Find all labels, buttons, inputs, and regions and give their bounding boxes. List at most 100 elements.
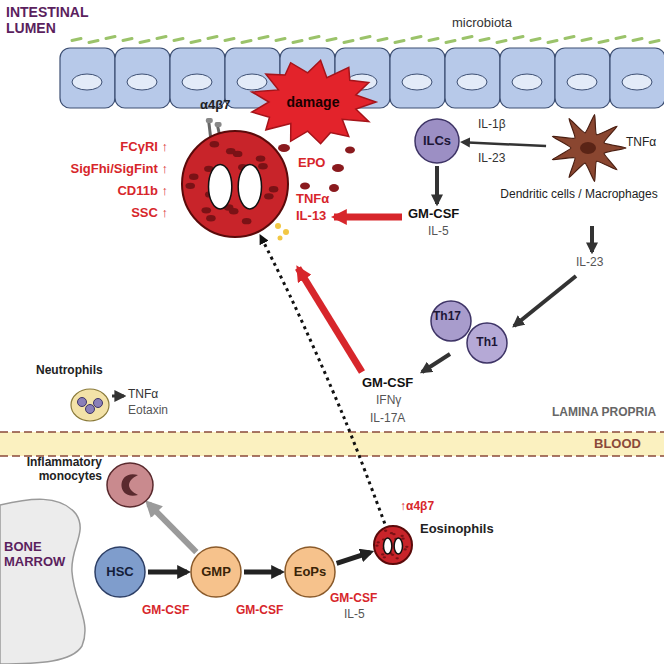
arrow <box>422 354 450 372</box>
cytokine-label: IL-17A <box>370 412 405 426</box>
dendritic-cell: TNFαDendritic cells / Macrophages <box>548 112 628 184</box>
damage-star <box>252 60 376 143</box>
cell-body <box>71 389 109 421</box>
gmp-cell: GMP <box>190 546 242 598</box>
granule <box>202 207 212 213</box>
cell-body <box>107 463 153 507</box>
bacterium <box>497 40 506 42</box>
epithelial-cell <box>115 48 170 108</box>
connector-arrow <box>463 142 546 146</box>
nucleus <box>512 74 542 90</box>
nucleus <box>622 74 652 90</box>
cell-body <box>552 115 626 182</box>
bacterium <box>344 40 353 42</box>
cell-caption: TNFα <box>626 136 662 150</box>
bacterium <box>565 36 574 38</box>
granule <box>189 174 199 180</box>
bacterium <box>191 40 200 42</box>
nucleus <box>237 74 267 90</box>
mediator-label: EPO <box>298 156 325 171</box>
node-text: GMP <box>201 565 231 580</box>
cytokine-label: IL-23 <box>478 152 505 166</box>
bacterium <box>140 40 149 42</box>
eosinophil-cell: α4β7 <box>180 128 290 240</box>
epithelial-cell <box>390 48 445 108</box>
nucleus-lobe <box>384 538 392 554</box>
granule <box>400 535 403 537</box>
granule <box>377 541 380 543</box>
granule <box>375 545 378 547</box>
bacterium <box>89 40 98 42</box>
bacterium <box>582 38 591 40</box>
marker-label: SSC ↑ <box>40 206 168 221</box>
bacterium <box>259 36 268 38</box>
cytokine-label: IFNγ <box>376 394 401 408</box>
cell-body <box>415 119 459 163</box>
cell-body <box>285 547 335 597</box>
bacterium <box>548 40 557 42</box>
cytokine-label: IL-5 <box>344 608 365 622</box>
region-label: BLOOD <box>594 437 641 452</box>
nucleus <box>127 74 157 90</box>
bacterium <box>208 36 217 38</box>
arrow <box>112 395 124 398</box>
th17-cell: Th17 <box>430 300 472 342</box>
bone-shape <box>0 499 85 664</box>
granule <box>210 141 220 147</box>
bacterium <box>378 38 387 40</box>
granule <box>381 553 384 555</box>
cell-body <box>374 526 412 564</box>
epithelial-cell <box>60 48 115 108</box>
epithelial-cell <box>555 48 610 108</box>
nucleus <box>580 142 596 154</box>
bacterium <box>616 36 625 38</box>
bacterium <box>412 36 421 38</box>
bacterium <box>463 36 472 38</box>
granule <box>390 532 393 534</box>
blood-border <box>0 431 664 433</box>
connector-arrow <box>149 504 197 552</box>
granule <box>226 148 236 154</box>
integrin-head <box>206 118 213 123</box>
bacterium <box>480 38 489 40</box>
bacterium <box>361 36 370 38</box>
marker-label: CD11b ↑ <box>40 184 168 199</box>
cell-body <box>95 547 145 597</box>
nucleus <box>402 74 432 90</box>
bacterium <box>293 40 302 42</box>
nucleus <box>567 74 597 90</box>
nucleus-lobe <box>238 164 261 209</box>
arrow <box>590 226 594 252</box>
microbiota-label: microbiota <box>452 16 512 31</box>
cytokine-label: IL-5 <box>428 225 449 239</box>
cytokine-label: IL-13 <box>296 209 326 224</box>
epithelial-cell <box>610 48 664 108</box>
bacterium <box>157 36 166 38</box>
neutrophil-cell-outline <box>70 388 110 422</box>
node-text: Th17 <box>433 310 461 324</box>
red-arrow <box>334 214 402 221</box>
granule <box>401 537 404 539</box>
node-text: ILCs <box>423 134 451 149</box>
granule <box>242 218 252 224</box>
bacterium <box>446 40 455 42</box>
marker-label: SigFhi/SigFint ↑ <box>40 162 168 177</box>
integrin-head <box>215 122 222 127</box>
bacterium <box>106 36 115 38</box>
nucleus <box>122 474 139 496</box>
bacterium <box>395 40 404 42</box>
neutrophil-cell: Neutrophils <box>70 388 110 422</box>
connector-arrow <box>337 552 371 563</box>
cell-caption: Dendritic cells / Macrophages <box>498 188 660 202</box>
cell-caption: Eosinophils <box>420 522 510 537</box>
bacterium <box>327 38 336 40</box>
cytokine-label: GM-CSF <box>236 604 283 618</box>
granule <box>405 546 408 548</box>
granule <box>264 193 274 199</box>
granule <box>384 530 387 532</box>
granule <box>269 186 279 192</box>
bacterium <box>174 38 183 40</box>
blood-eosinophil: Eosinophils <box>372 524 414 566</box>
marker-label: FCγRI ↑ <box>40 140 168 155</box>
cell-body <box>191 547 241 597</box>
